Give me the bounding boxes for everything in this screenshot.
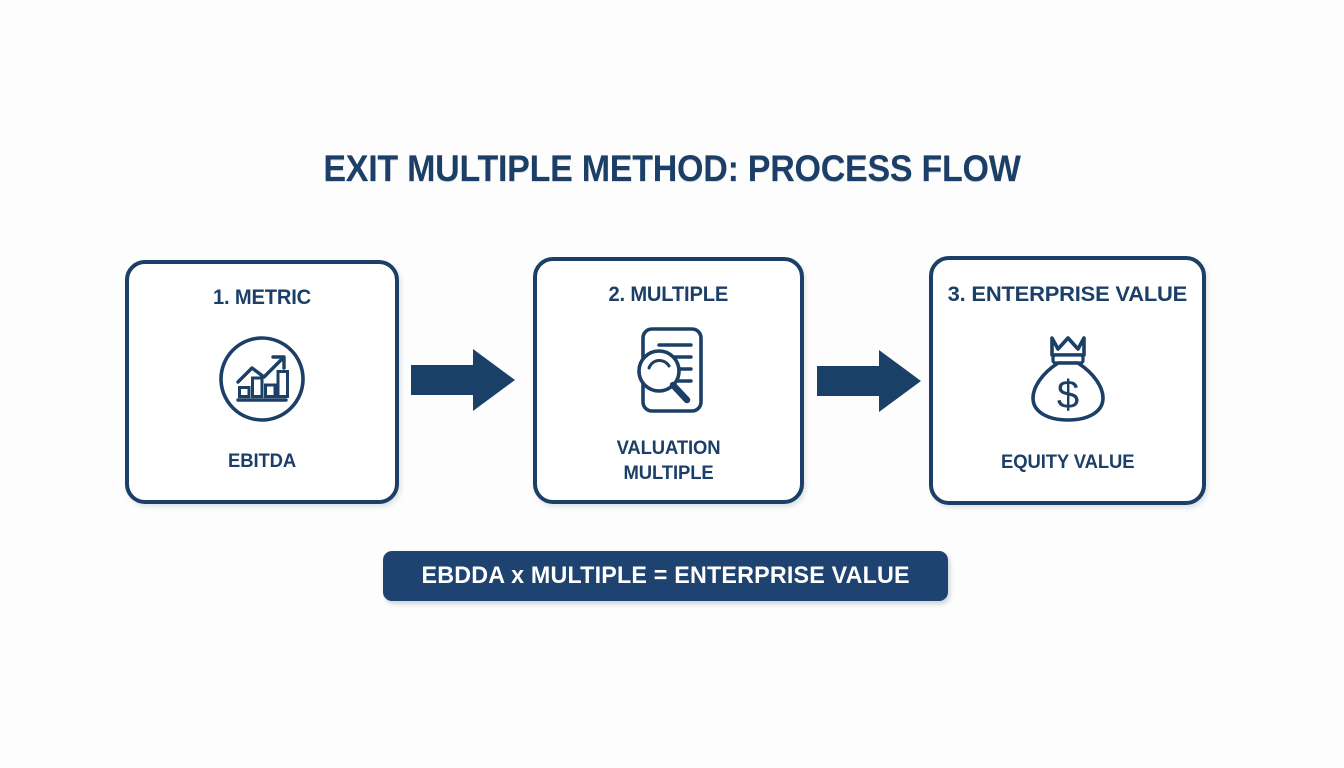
step-number-label: 2. MULTIPLE (608, 283, 729, 306)
document-magnifier-icon (537, 307, 800, 436)
money-bag-dollar-icon: $ (933, 307, 1202, 450)
svg-text:$: $ (1056, 373, 1078, 417)
step-caption: VALUATION MULTIPLE (617, 436, 721, 486)
right-arrow-icon (411, 349, 515, 411)
step-caption: EQUITY VALUE (1000, 451, 1135, 473)
process-step-card-metric[interactable]: 1. METRIC EBITDA (125, 260, 399, 504)
step-number-label: 1. METRIC (213, 286, 311, 309)
formula-banner: EBDDA x MULTIPLE = ENTERPRISE VALUE (383, 551, 948, 601)
growth-bar-chart-circle-icon (129, 310, 395, 449)
process-step-card-enterprise-value[interactable]: 3. ENTERPRISE VALUE $ EQUITY VALUE (929, 256, 1206, 505)
formula-text: EBDDA x MULTIPLE = ENTERPRISE VALUE (421, 562, 910, 589)
right-arrow-icon (817, 350, 921, 412)
step-caption-line-1: VALUATION (616, 437, 721, 459)
step-caption-line-2: MULTIPLE (623, 462, 714, 484)
step-number-label: 3. ENTERPRISE VALUE (947, 282, 1188, 306)
process-step-card-multiple[interactable]: 2. MULTIPLE VALUATION MULTIPLE (533, 257, 804, 504)
step-caption: EBITDA (227, 450, 297, 472)
page-title: EXIT MULTIPLE METHOD: PROCESS FLOW (323, 148, 1021, 189)
